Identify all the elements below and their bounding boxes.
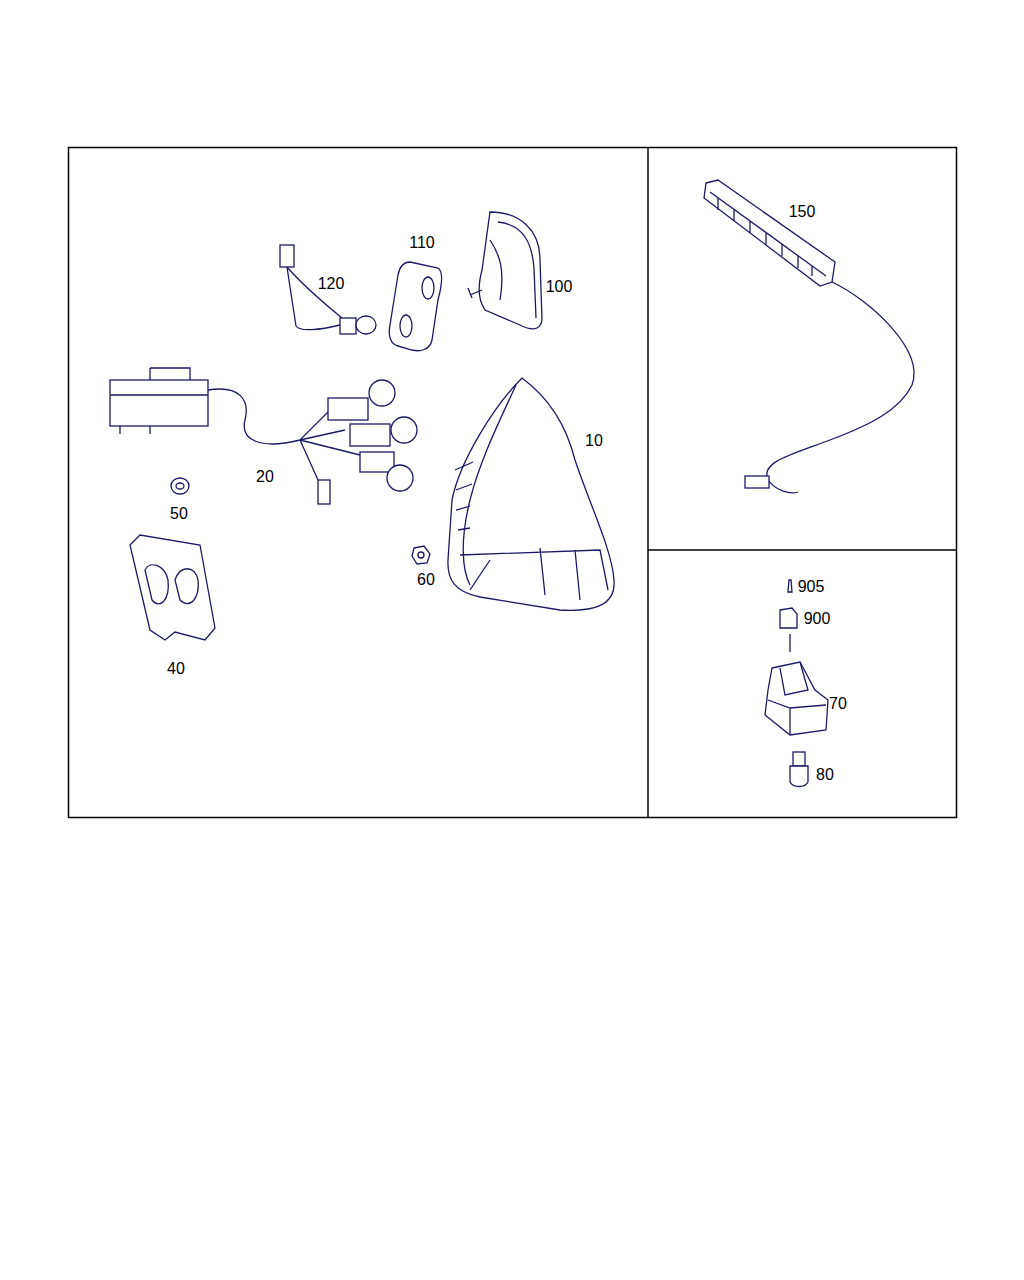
callout-number: 100	[546, 278, 573, 296]
callout-number: 40	[167, 660, 185, 678]
callout-number: 905	[798, 578, 825, 596]
wiring-harness	[110, 368, 417, 504]
divider	[648, 549, 957, 551]
side-lamp	[468, 212, 542, 329]
callout-number: 20	[256, 468, 274, 486]
callout-number: 900	[804, 610, 831, 628]
frame	[69, 148, 957, 818]
gasket	[130, 535, 215, 640]
callout-number: 110	[409, 234, 435, 252]
tail-lamp	[448, 378, 614, 610]
callout-number: 70	[829, 695, 847, 713]
brake-light	[704, 180, 914, 493]
nut	[412, 546, 430, 564]
bulb-socket	[280, 245, 376, 334]
callout-number: 10	[585, 432, 603, 450]
callout-number: 80	[816, 766, 834, 784]
washer	[171, 478, 189, 494]
callout-number: 60	[417, 571, 435, 589]
callout-number: 50	[170, 505, 188, 523]
gasket	[389, 262, 442, 351]
callout-number: 120	[318, 275, 345, 293]
callout-number: 150	[789, 203, 816, 221]
divider	[647, 147, 649, 818]
